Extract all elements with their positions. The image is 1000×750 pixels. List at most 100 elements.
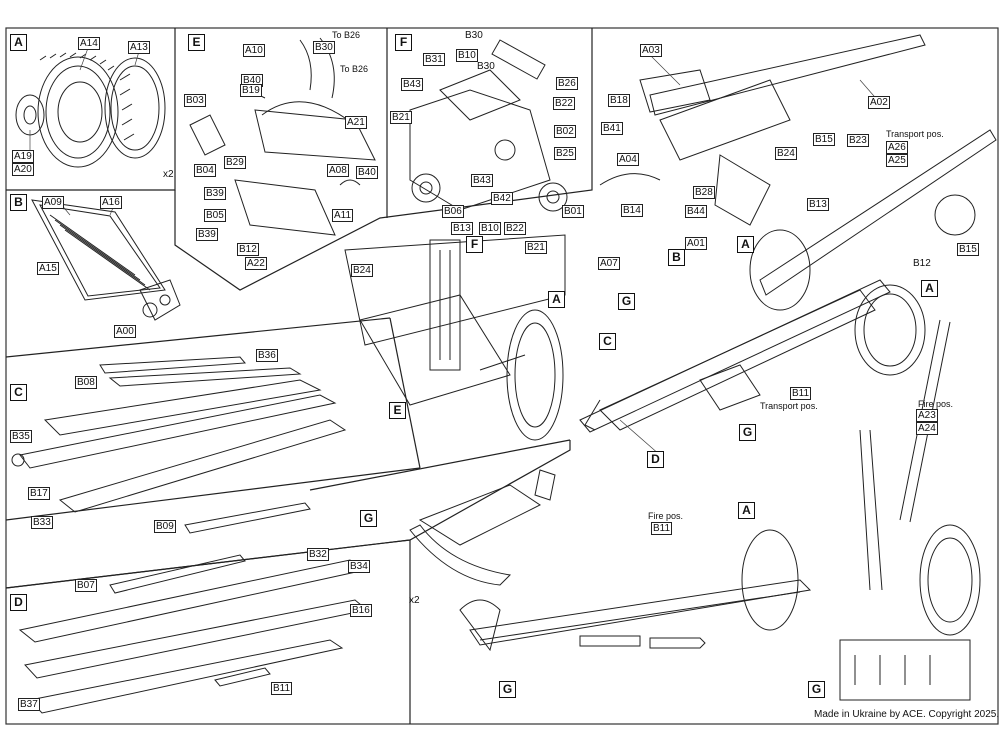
part-label: B07 [75, 579, 97, 592]
part-label: B03 [184, 94, 206, 107]
part-label: B04 [194, 164, 216, 177]
part-label: A00 [114, 325, 136, 338]
part-label: B33 [31, 516, 53, 529]
transport-position-note: Transport pos. [760, 401, 818, 411]
part-label: B06 [442, 205, 464, 218]
part-label: A13 [128, 41, 150, 54]
part-label: A22 [245, 257, 267, 270]
part-label: A08 [327, 164, 349, 177]
assembly-marker: C [599, 333, 616, 350]
part-label: B21 [525, 241, 547, 254]
part-label: B11 [790, 387, 812, 400]
part-label: B08 [75, 376, 97, 389]
part-label: A19 [12, 150, 34, 163]
part-label: A07 [598, 257, 620, 270]
assembly-marker: E [389, 402, 406, 419]
part-label: B11 [651, 522, 673, 535]
transport-position-note: Transport pos. [886, 129, 944, 139]
part-label: B14 [621, 204, 643, 217]
part-label: B41 [601, 122, 623, 135]
part-label: B15 [813, 133, 835, 146]
part-label: A23 [916, 409, 938, 422]
part-label: A20 [12, 163, 34, 176]
assembly-marker: G [618, 293, 635, 310]
part-label: A26 [886, 141, 908, 154]
part-label: A04 [617, 153, 639, 166]
part-label: B12 [913, 258, 931, 269]
part-label: B25 [554, 147, 576, 160]
fire-position-note: Fire pos. [648, 511, 684, 521]
part-label: B02 [554, 125, 576, 138]
part-label: B05 [204, 209, 226, 222]
part-label: B39 [196, 228, 218, 241]
part-label: B21 [390, 111, 412, 124]
section-g-marker: G [360, 510, 377, 527]
fire-position-note: Fire pos. [918, 399, 954, 409]
part-label: A01 [685, 237, 707, 250]
part-label: B40 [356, 166, 378, 179]
part-label: B34 [348, 560, 370, 573]
part-label: B30 [313, 41, 335, 54]
part-label: B19 [240, 84, 262, 97]
part-label: B09 [154, 520, 176, 533]
part-label: A21 [345, 116, 367, 129]
part-label: B44 [685, 205, 707, 218]
assembly-marker: G [808, 681, 825, 698]
part-label: B43 [401, 78, 423, 91]
part-label: B29 [224, 156, 246, 169]
part-label: B11 [271, 682, 293, 695]
part-label: B16 [350, 604, 372, 617]
part-label: B28 [693, 186, 715, 199]
part-label: A03 [640, 44, 662, 57]
assembly-marker: F [466, 236, 483, 253]
part-label: B24 [351, 264, 373, 277]
assembly-marker: D [647, 451, 664, 468]
assembly-marker: A [548, 291, 565, 308]
part-label: A09 [42, 196, 64, 209]
section-e-marker: E [188, 34, 205, 51]
part-label: B30 [477, 61, 495, 72]
part-label: B39 [204, 187, 226, 200]
assembly-marker: B [668, 249, 685, 266]
to-b26-note: To B26 [332, 30, 361, 40]
part-label: B13 [807, 198, 829, 211]
part-label: A16 [100, 196, 122, 209]
part-label: A02 [868, 96, 890, 109]
part-label: B24 [775, 147, 797, 160]
assembly-marker: A [738, 502, 755, 519]
part-label: B15 [957, 243, 979, 256]
assembly-marker: G [499, 681, 516, 698]
section-d-marker: D [10, 594, 27, 611]
part-label: B17 [28, 487, 50, 500]
part-label: B13 [451, 222, 473, 235]
part-label: A11 [332, 209, 354, 222]
part-label: B42 [491, 192, 513, 205]
part-label: A10 [243, 44, 265, 57]
part-label: B31 [423, 53, 445, 66]
part-label: B37 [18, 698, 40, 711]
part-label: B43 [471, 174, 493, 187]
section-b-marker: B [10, 194, 27, 211]
part-label: A15 [37, 262, 59, 275]
part-label: B36 [256, 349, 278, 362]
part-label: B22 [504, 222, 526, 235]
part-label: A24 [916, 422, 938, 435]
part-label: B23 [847, 134, 869, 147]
section-c-marker: C [10, 384, 27, 401]
part-label: B10 [479, 222, 501, 235]
part-label: B35 [10, 430, 32, 443]
section-a-qty: x2 [163, 169, 174, 180]
copyright-footer: Made in Ukraine by ACE. Copyright 2025. [814, 709, 1000, 720]
section-a-marker: A [10, 34, 27, 51]
part-label: B32 [307, 548, 329, 561]
part-label: B26 [556, 77, 578, 90]
part-label: B12 [237, 243, 259, 256]
part-label: B01 [562, 205, 584, 218]
part-label: B30 [465, 30, 483, 41]
part-label: B22 [553, 97, 575, 110]
part-label: A14 [78, 37, 100, 50]
assembly-marker: G [739, 424, 756, 441]
part-label: B18 [608, 94, 630, 107]
